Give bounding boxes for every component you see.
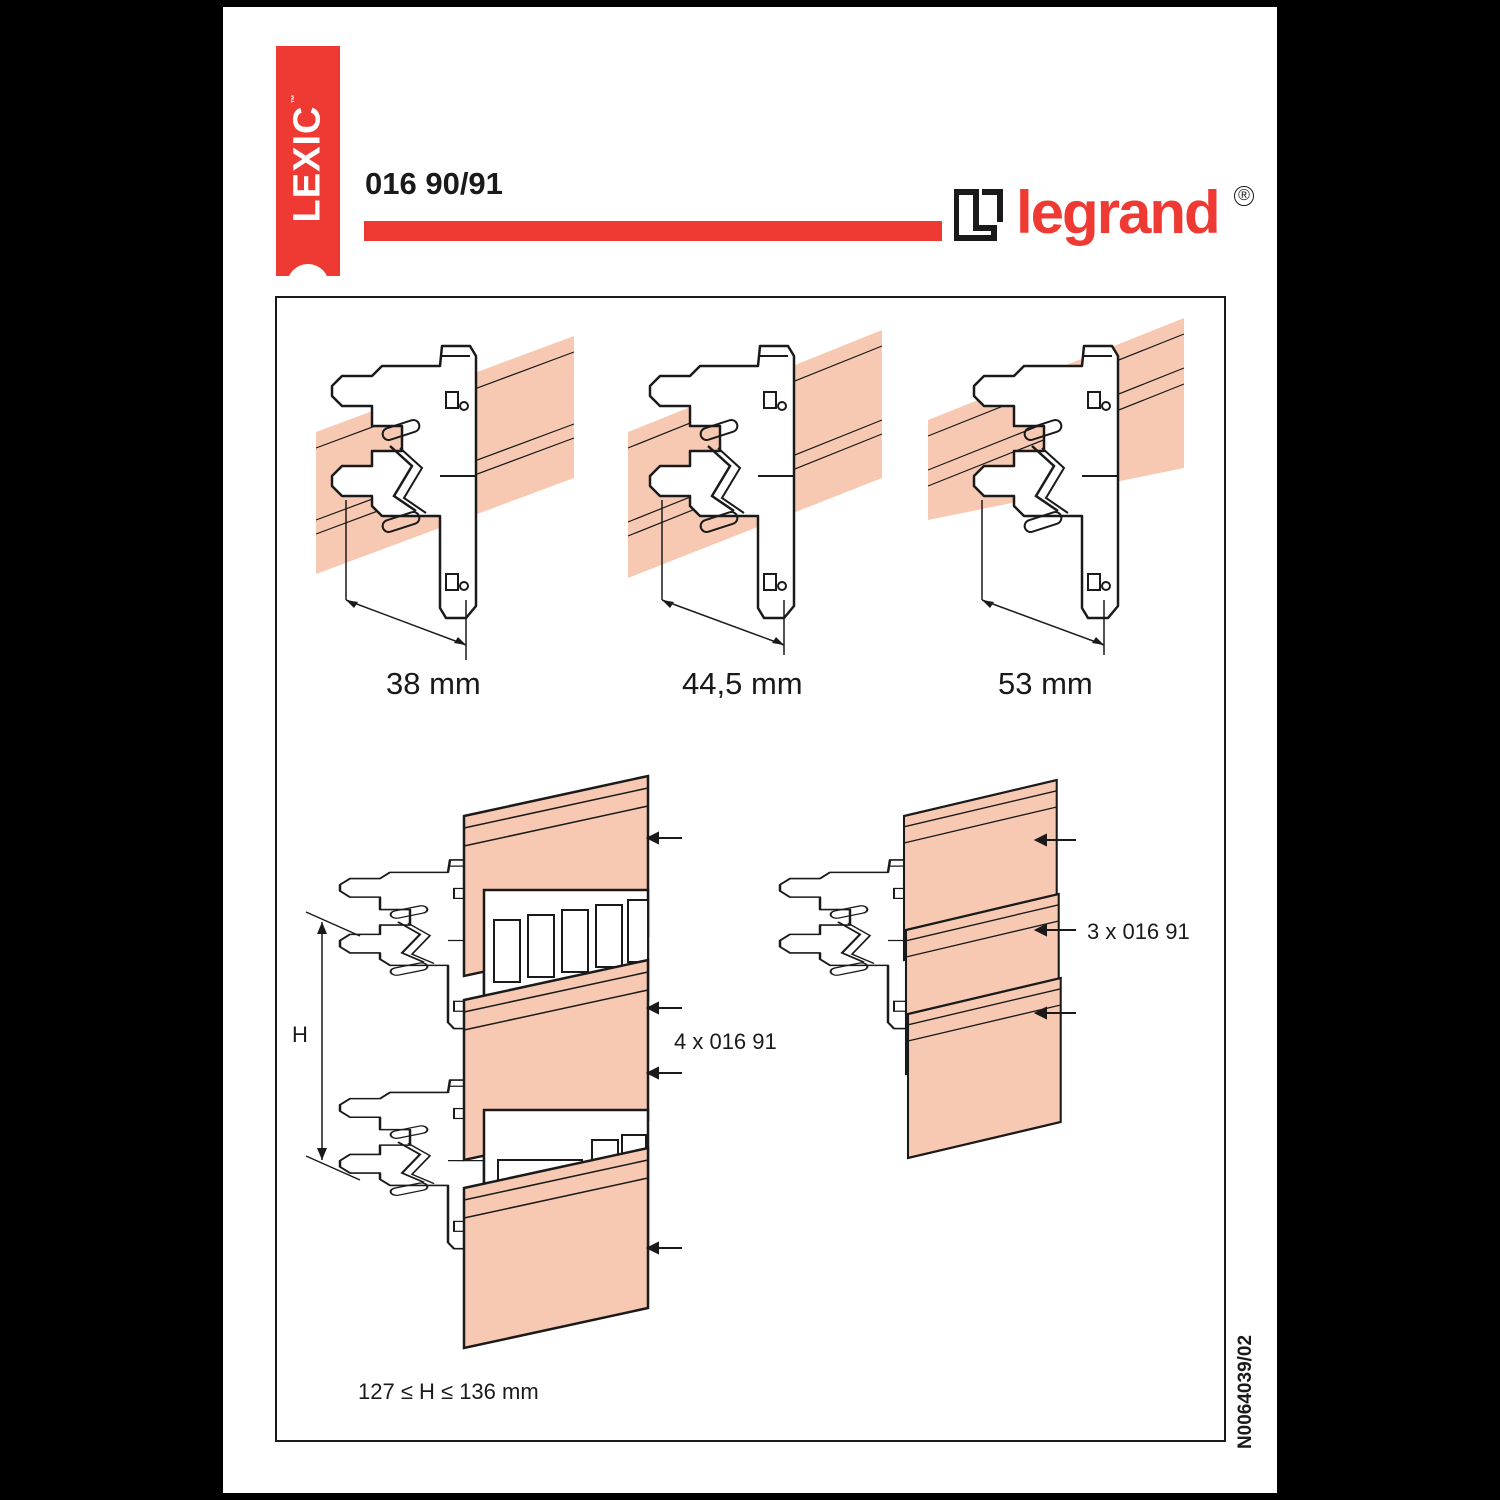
three-plates-label: 3 x 016 91 [1087,919,1190,944]
page [223,7,1277,1493]
legrand-logo-text: legrand [1016,179,1221,246]
lexic-brand-band: LEXIC™ [276,46,340,306]
assembly-three-plates [778,778,1076,1160]
title-rule [364,221,942,241]
four-plates-label: 4 x 016 91 [674,1029,777,1054]
dimension-44-5: 44,5 mm [682,666,803,701]
lexic-dot-icon [287,264,329,306]
illustration-frame [275,296,1226,1442]
height-symbol: H [292,1022,308,1047]
registered-mark: ® [1234,186,1254,206]
support-drawing-44 [627,330,883,655]
height-range-label: 127 ≤ H ≤ 136 mm [358,1379,539,1404]
document-reference: N0064039/02 [1235,1334,1256,1450]
support-drawing-53 [927,318,1185,655]
support-drawing-38 [315,336,575,660]
legrand-mark-icon [954,189,1003,241]
dimension-38: 38 mm [386,666,481,701]
assembly-four-plates [305,774,682,1350]
dimension-53: 53 mm [998,666,1093,701]
product-reference: 016 90/91 [365,166,503,201]
